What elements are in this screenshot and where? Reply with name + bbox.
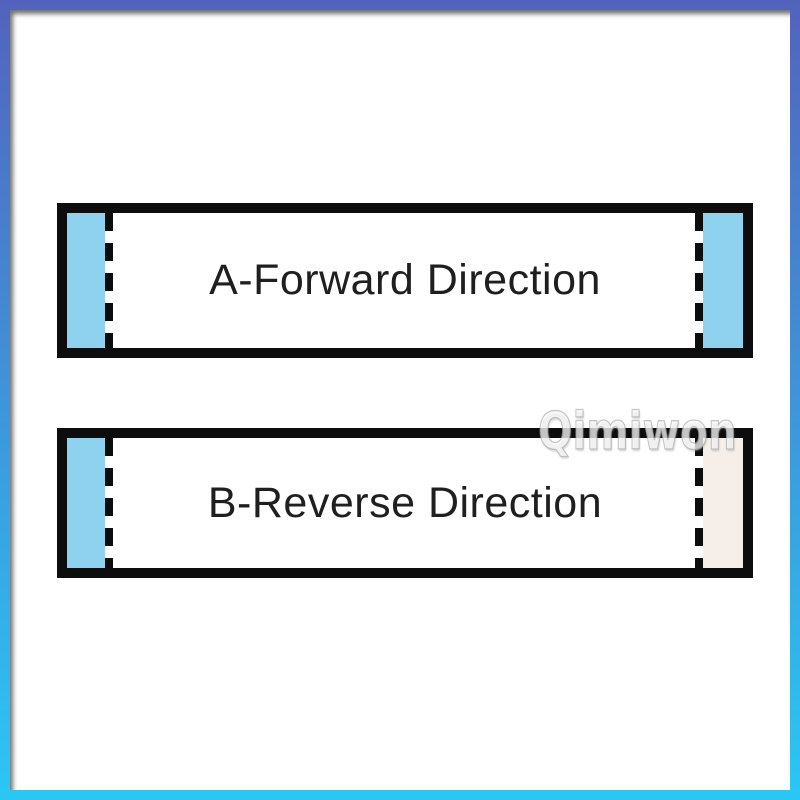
- cable-b-left-dashed-line: [105, 438, 113, 568]
- cable-b-right-dashed-line: [695, 438, 703, 568]
- cable-a-right-contact-strip: [703, 213, 743, 348]
- cable-a-left-contact-strip: [67, 213, 105, 348]
- cable-a-right-dashed-line: [695, 213, 703, 348]
- cable-a-left-dashed-line: [105, 213, 113, 348]
- cable-b-diagram: B-Reverse Direction: [57, 428, 753, 578]
- cable-a-diagram: A-Forward Direction: [57, 203, 753, 358]
- cable-a-label: A-Forward Direction: [209, 256, 601, 304]
- diagram-canvas: A-Forward Direction B-Reverse Direction …: [10, 10, 790, 790]
- cable-b-left-contact-strip: [67, 438, 105, 568]
- cable-b-right-contact-strip: [703, 438, 743, 568]
- cable-b-label: B-Reverse Direction: [207, 478, 603, 527]
